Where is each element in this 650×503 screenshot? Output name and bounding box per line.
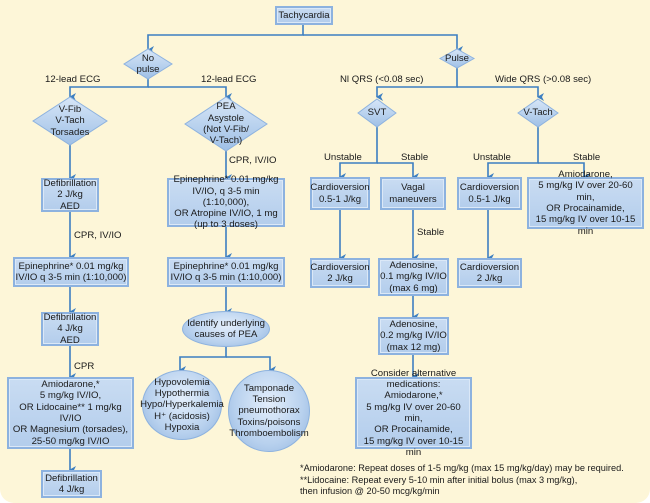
connector-tachy-pulse bbox=[303, 34, 463, 54]
box-vt-amiodarone: Amiodarone, 5 mg/kg IV over 20-60 min, O… bbox=[527, 169, 644, 237]
box-vt-cardioversion-2: Cardioversion 2 J/kg bbox=[457, 258, 522, 288]
box-svt-vagal-maneuvers: Vagal maneuvers bbox=[380, 177, 446, 210]
label-cpr-ivio-vf: CPR, IV/IO bbox=[74, 230, 122, 241]
box-vf-amiodarone: Amiodarone,* 5 mg/kg IV/IO, OR Lidocaine… bbox=[7, 377, 134, 449]
decision-no-pulse bbox=[123, 48, 173, 80]
decision-pulse bbox=[438, 48, 476, 69]
connector-pea-4 bbox=[179, 344, 227, 374]
connector-svt bbox=[339, 127, 378, 181]
label-ecg-right: 12-lead ECG bbox=[201, 74, 257, 85]
label-vt-stable: Stable bbox=[573, 152, 601, 163]
label-cpr-vf: CPR bbox=[74, 361, 95, 372]
decision-no-pulse-label: No pulse bbox=[136, 52, 160, 75]
box-vt-cardioversion-1: Cardioversion 0.5-1 J/kg bbox=[457, 177, 522, 210]
connector-nopulse-pea bbox=[148, 86, 232, 101]
label-wide-qrs: Wide QRS (>0.08 sec) bbox=[495, 74, 592, 85]
decision-vfib-label: V-Fib V-Tach Torsades bbox=[50, 104, 90, 138]
decision-pea bbox=[184, 96, 268, 152]
decision-vtach bbox=[517, 98, 559, 128]
connector-pulse-vt bbox=[457, 86, 544, 101]
connector-pea-5 bbox=[226, 356, 276, 374]
label-svt-stable: Stable bbox=[401, 152, 429, 163]
box-svt-cardioversion-2: Cardioversion 2 J/kg bbox=[310, 258, 370, 288]
box-pea-epinephrine: Epinephrine* 0.01 mg/kg IV/IO q 3-5 min … bbox=[167, 257, 285, 287]
label-vt-unstable: Unstable bbox=[473, 152, 511, 163]
footnote-lidocaine: **Lidocaine: Repeat every 5-10 min after… bbox=[300, 475, 578, 497]
box-svt-alternative-medications: Consider alternative medications: Amioda… bbox=[355, 368, 472, 458]
label-vagal-stable: Stable bbox=[417, 227, 445, 238]
label-narrow-qrs: Nl QRS (<0.08 sec) bbox=[340, 74, 424, 85]
box-svt-adenosine-2: Adenosine, 0.2 mg/kg IV/IO (max 12 mg) bbox=[378, 317, 449, 355]
box-svt-adenosine-1: Adenosine, 0.1 mg/kg IV/IO (max 6 mg) bbox=[378, 258, 449, 296]
label-svt-unstable: Unstable bbox=[324, 152, 362, 163]
box-vf-defibrillation-final: Defibrillation 4 J/kg bbox=[41, 470, 102, 498]
label-ecg-left: 12-lead ECG bbox=[45, 74, 101, 85]
box-pea-epinephrine-atropine: Epinephrine* 0.01 mg/kg IV/IO, q 3-5 min… bbox=[167, 174, 285, 230]
connector-tachy bbox=[147, 25, 304, 54]
decision-pulse-label: Pulse bbox=[445, 52, 469, 64]
ellipse-causes-t: Tamponade Tension pneumothorax Toxins/po… bbox=[228, 370, 310, 452]
connector-vt bbox=[487, 127, 539, 181]
ellipse-identify-causes: Identify underlying causes of PEA bbox=[182, 311, 270, 347]
connector-nopulse bbox=[69, 79, 149, 101]
connector-svt-stable bbox=[377, 162, 419, 181]
decision-vtach-label: V-Tach bbox=[523, 107, 553, 119]
connector-vt-stable bbox=[538, 162, 590, 181]
label-cpr-ivio-pea: CPR, IV/IO bbox=[229, 155, 277, 166]
box-vf-defibrillation-4jkg: Defibrillation 4 J/kg AED bbox=[41, 312, 99, 346]
decision-svt-label: SVT bbox=[367, 107, 387, 119]
decision-svt bbox=[357, 98, 397, 128]
box-vf-defibrillation-2jkg: Defibrillation 2 J/kg AED bbox=[41, 178, 99, 212]
box-vf-epinephrine: Epinephrine* 0.01 mg/kg IV/IO q 3-5 min … bbox=[13, 257, 129, 287]
ellipse-causes-h: Hypovolemia Hypothermia Hypo/Hyperkalemi… bbox=[140, 370, 224, 440]
footnote-amiodarone: *Amiodarone: Repeat doses of 1-5 mg/kg (… bbox=[300, 463, 624, 473]
box-svt-cardioversion-1: Cardioversion 0.5-1 J/kg bbox=[310, 177, 370, 210]
decision-vfib bbox=[32, 96, 108, 146]
tachycardia-title: Tachycardia bbox=[275, 6, 333, 25]
connector-pulse bbox=[376, 68, 458, 101]
decision-pea-label: PEA Asystole (Not V-Fib/ V-Tach) bbox=[203, 101, 249, 147]
